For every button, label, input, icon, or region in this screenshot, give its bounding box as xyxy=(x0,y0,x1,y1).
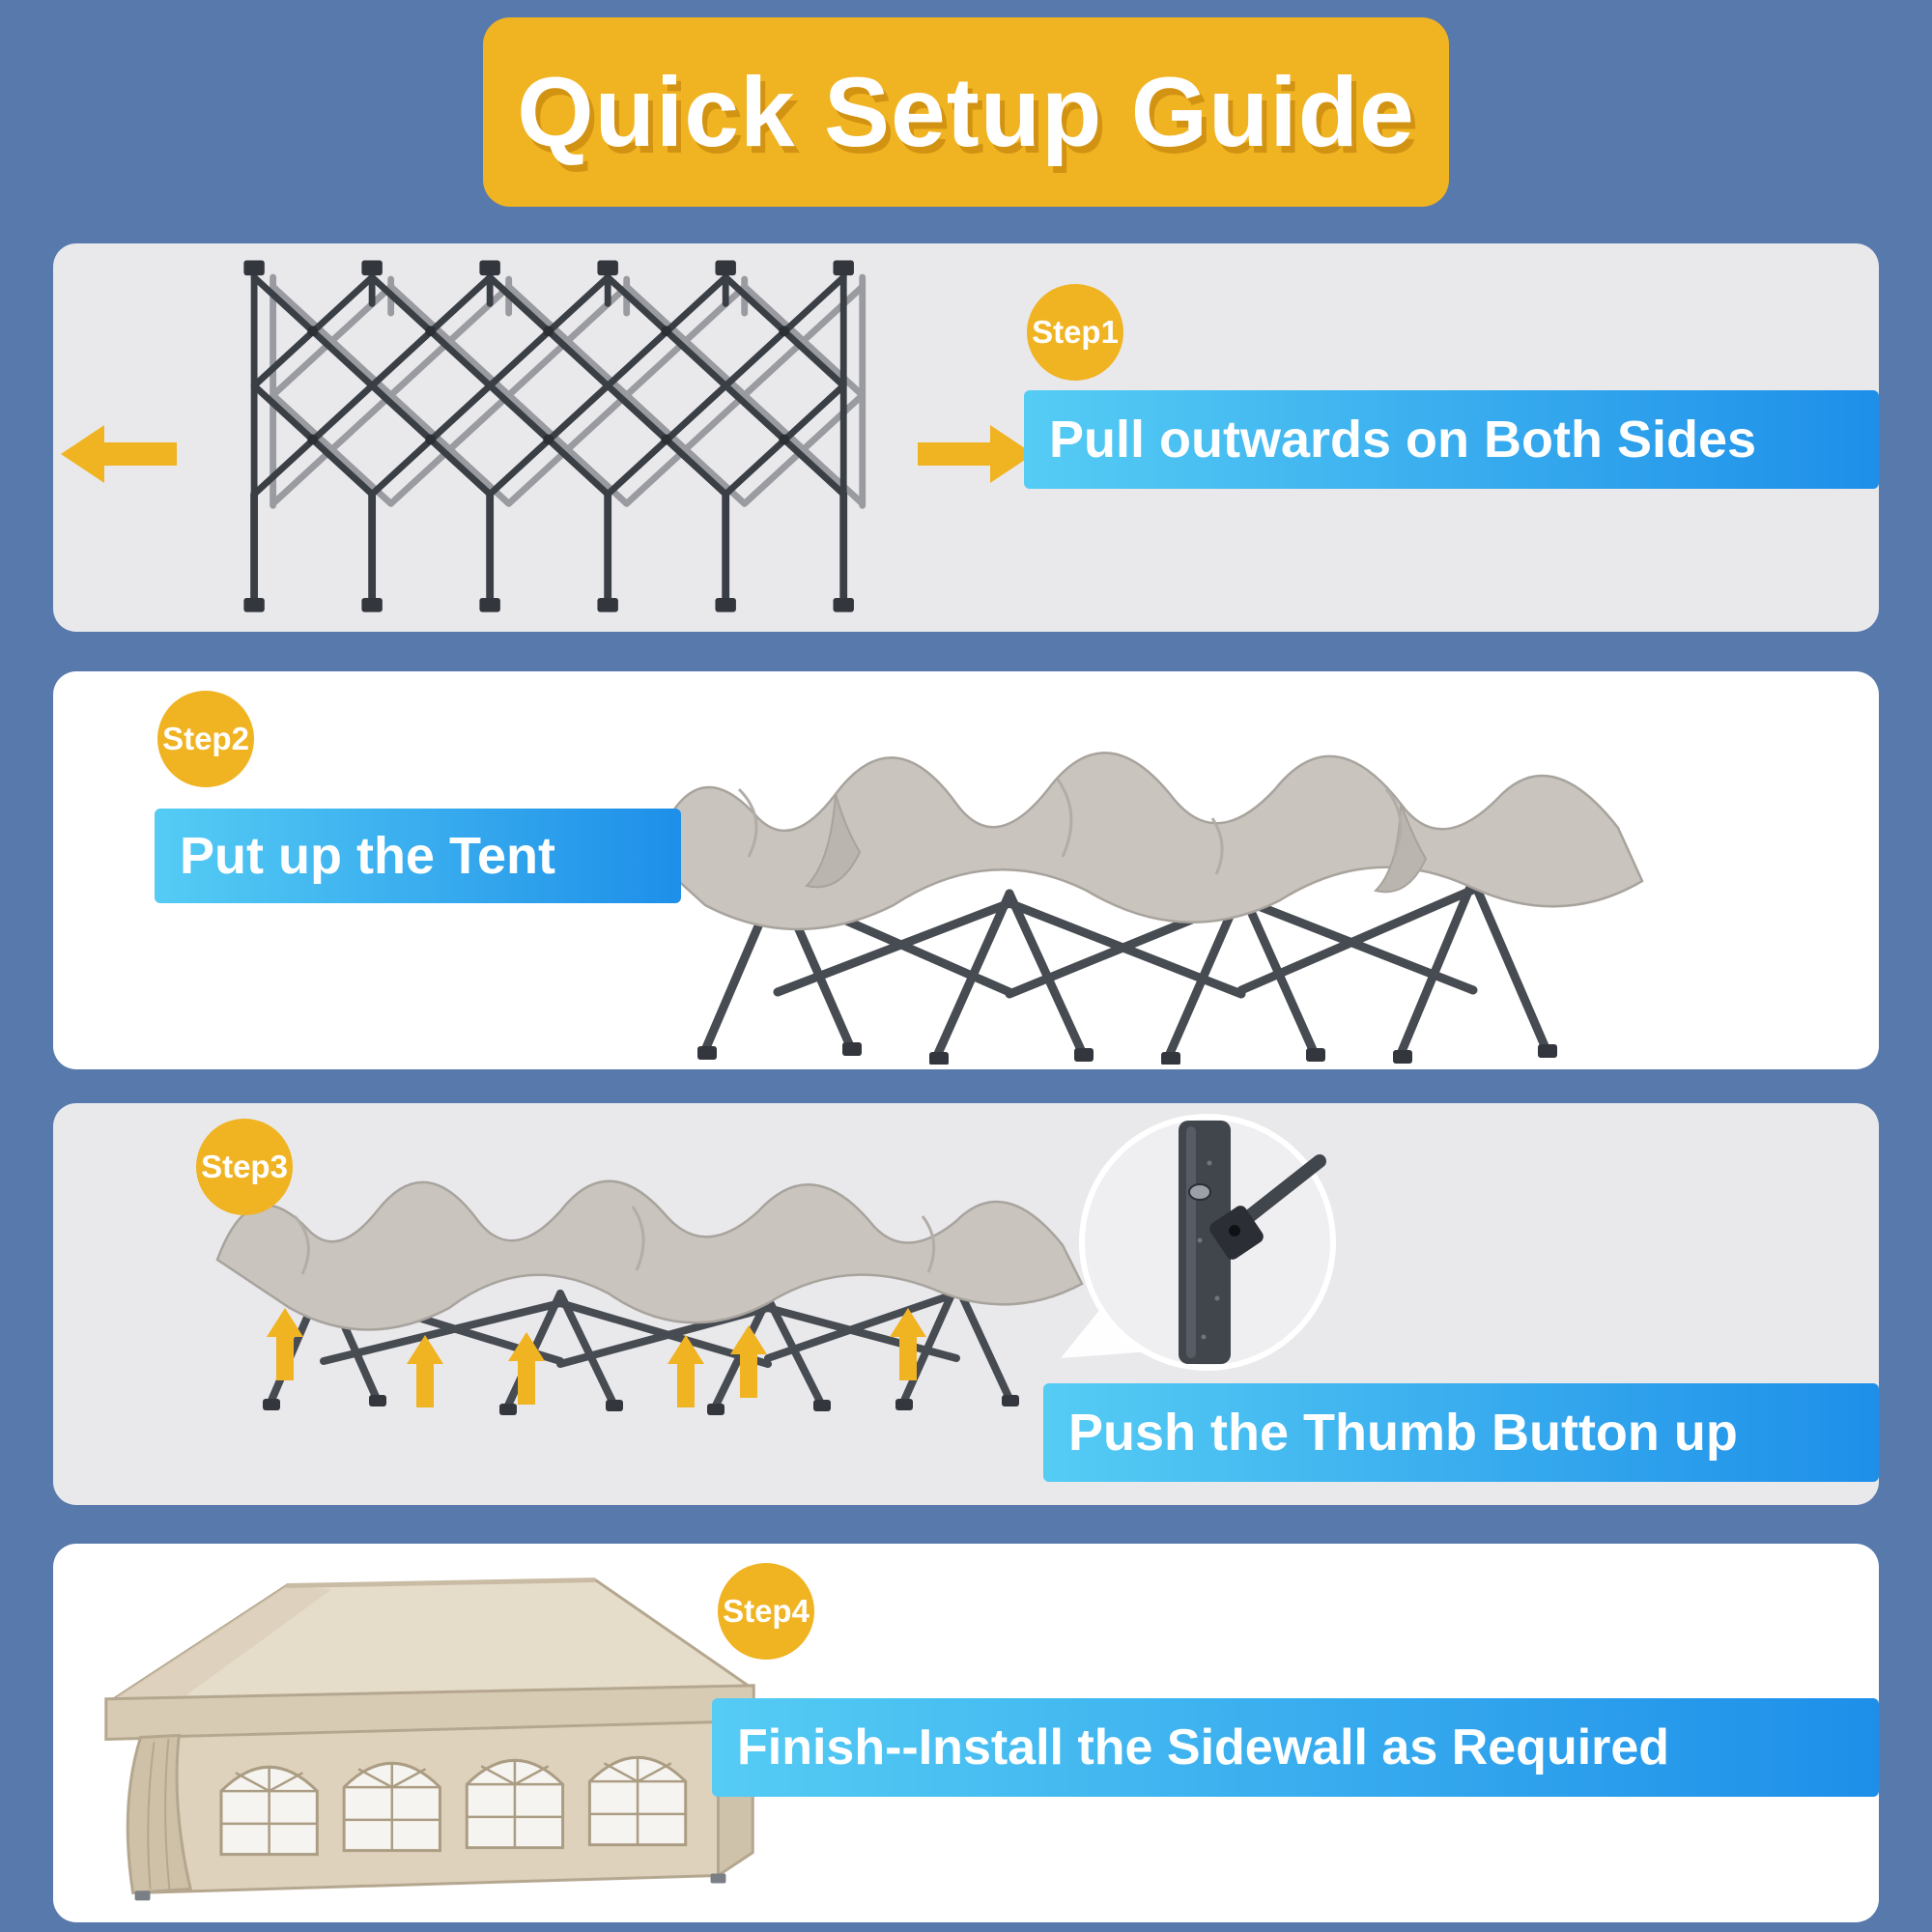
step3-badge: Step3 xyxy=(196,1119,293,1215)
step2-badge: Step2 xyxy=(157,691,254,787)
step1-badge: Step1 xyxy=(1027,284,1123,381)
step3-label: Push the Thumb Button up xyxy=(1043,1383,1879,1482)
thumb-button xyxy=(1188,1183,1211,1201)
finished-tent-illustration xyxy=(104,1577,755,1901)
arrow-right-icon xyxy=(918,425,1034,483)
step2-panel: Step2 Put up the Tent xyxy=(53,671,1879,1069)
step2-label: Put up the Tent xyxy=(155,809,681,903)
folded-frame-illustration xyxy=(243,260,971,612)
up-arrow-icons xyxy=(267,1308,926,1407)
step4-label: Finish--Install the Sidewall as Required xyxy=(712,1698,1879,1797)
step1-label: Pull outwards on Both Sides xyxy=(1024,390,1879,489)
title-banner: Quick Setup Guide xyxy=(483,17,1449,207)
step4-badge: Step4 xyxy=(718,1563,814,1660)
low-tent-illustration xyxy=(215,1179,1084,1415)
page-title: Quick Setup Guide xyxy=(517,56,1415,167)
thumb-button-detail-illustration xyxy=(1061,1114,1336,1371)
arrow-left-icon xyxy=(61,425,177,483)
half-open-tent-illustration xyxy=(650,752,1644,1065)
step4-panel: Step4 Finish--Install the Sidewall as Re… xyxy=(53,1544,1879,1922)
step3-panel: Step3 xyxy=(53,1103,1879,1505)
step1-panel: Step1 Pull outwards on Both Sides xyxy=(53,243,1879,632)
sidewall-windows xyxy=(219,1755,688,1857)
